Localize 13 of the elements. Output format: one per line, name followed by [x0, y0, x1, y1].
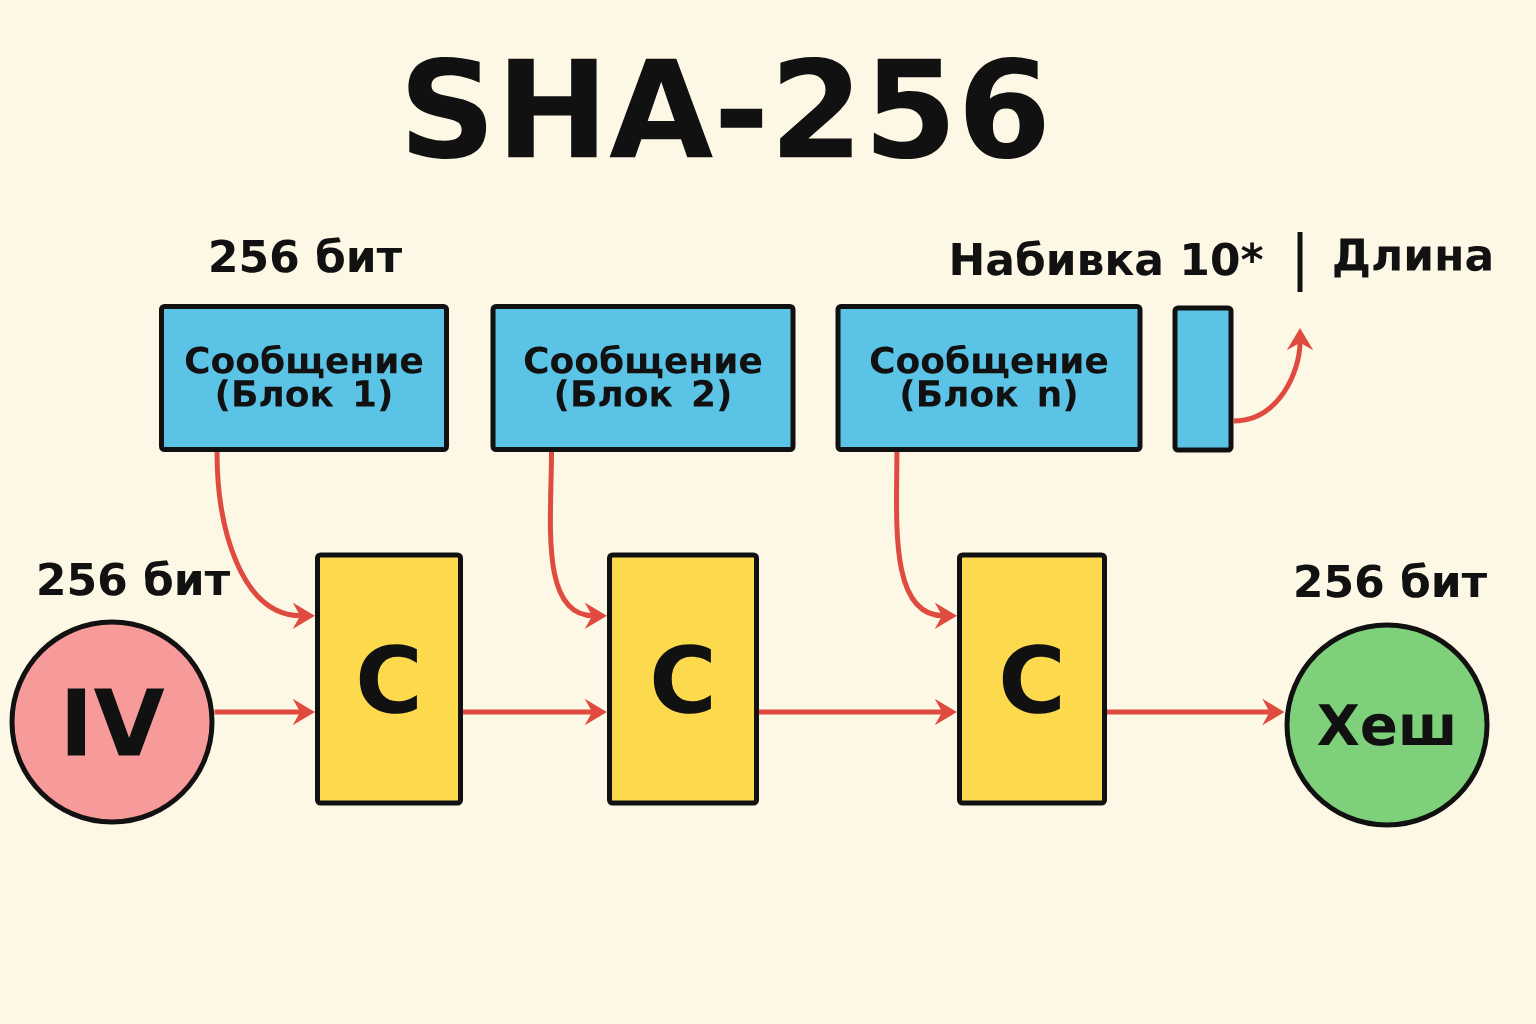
bit-size-label: 256 бит — [211, 237, 402, 273]
message-block-box: Сообщение (Блок 2) — [490, 304, 796, 452]
padding-bar — [1172, 305, 1234, 453]
compression-box: C — [315, 552, 463, 806]
bit-size-label: 256 бит — [39, 560, 230, 596]
compression-box: C — [957, 552, 1107, 806]
padding-label: Набивка 10* — [952, 240, 1263, 276]
message-block-box: Сообщение (Блок n) — [835, 304, 1143, 452]
length-label: Длина — [1334, 238, 1491, 278]
compression-box: C — [607, 552, 759, 806]
bit-size-label: 256 бит — [1296, 562, 1487, 598]
title: SHA-256 — [408, 56, 1045, 160]
message-block-box: Сообщение (Блок 1) — [159, 304, 449, 452]
